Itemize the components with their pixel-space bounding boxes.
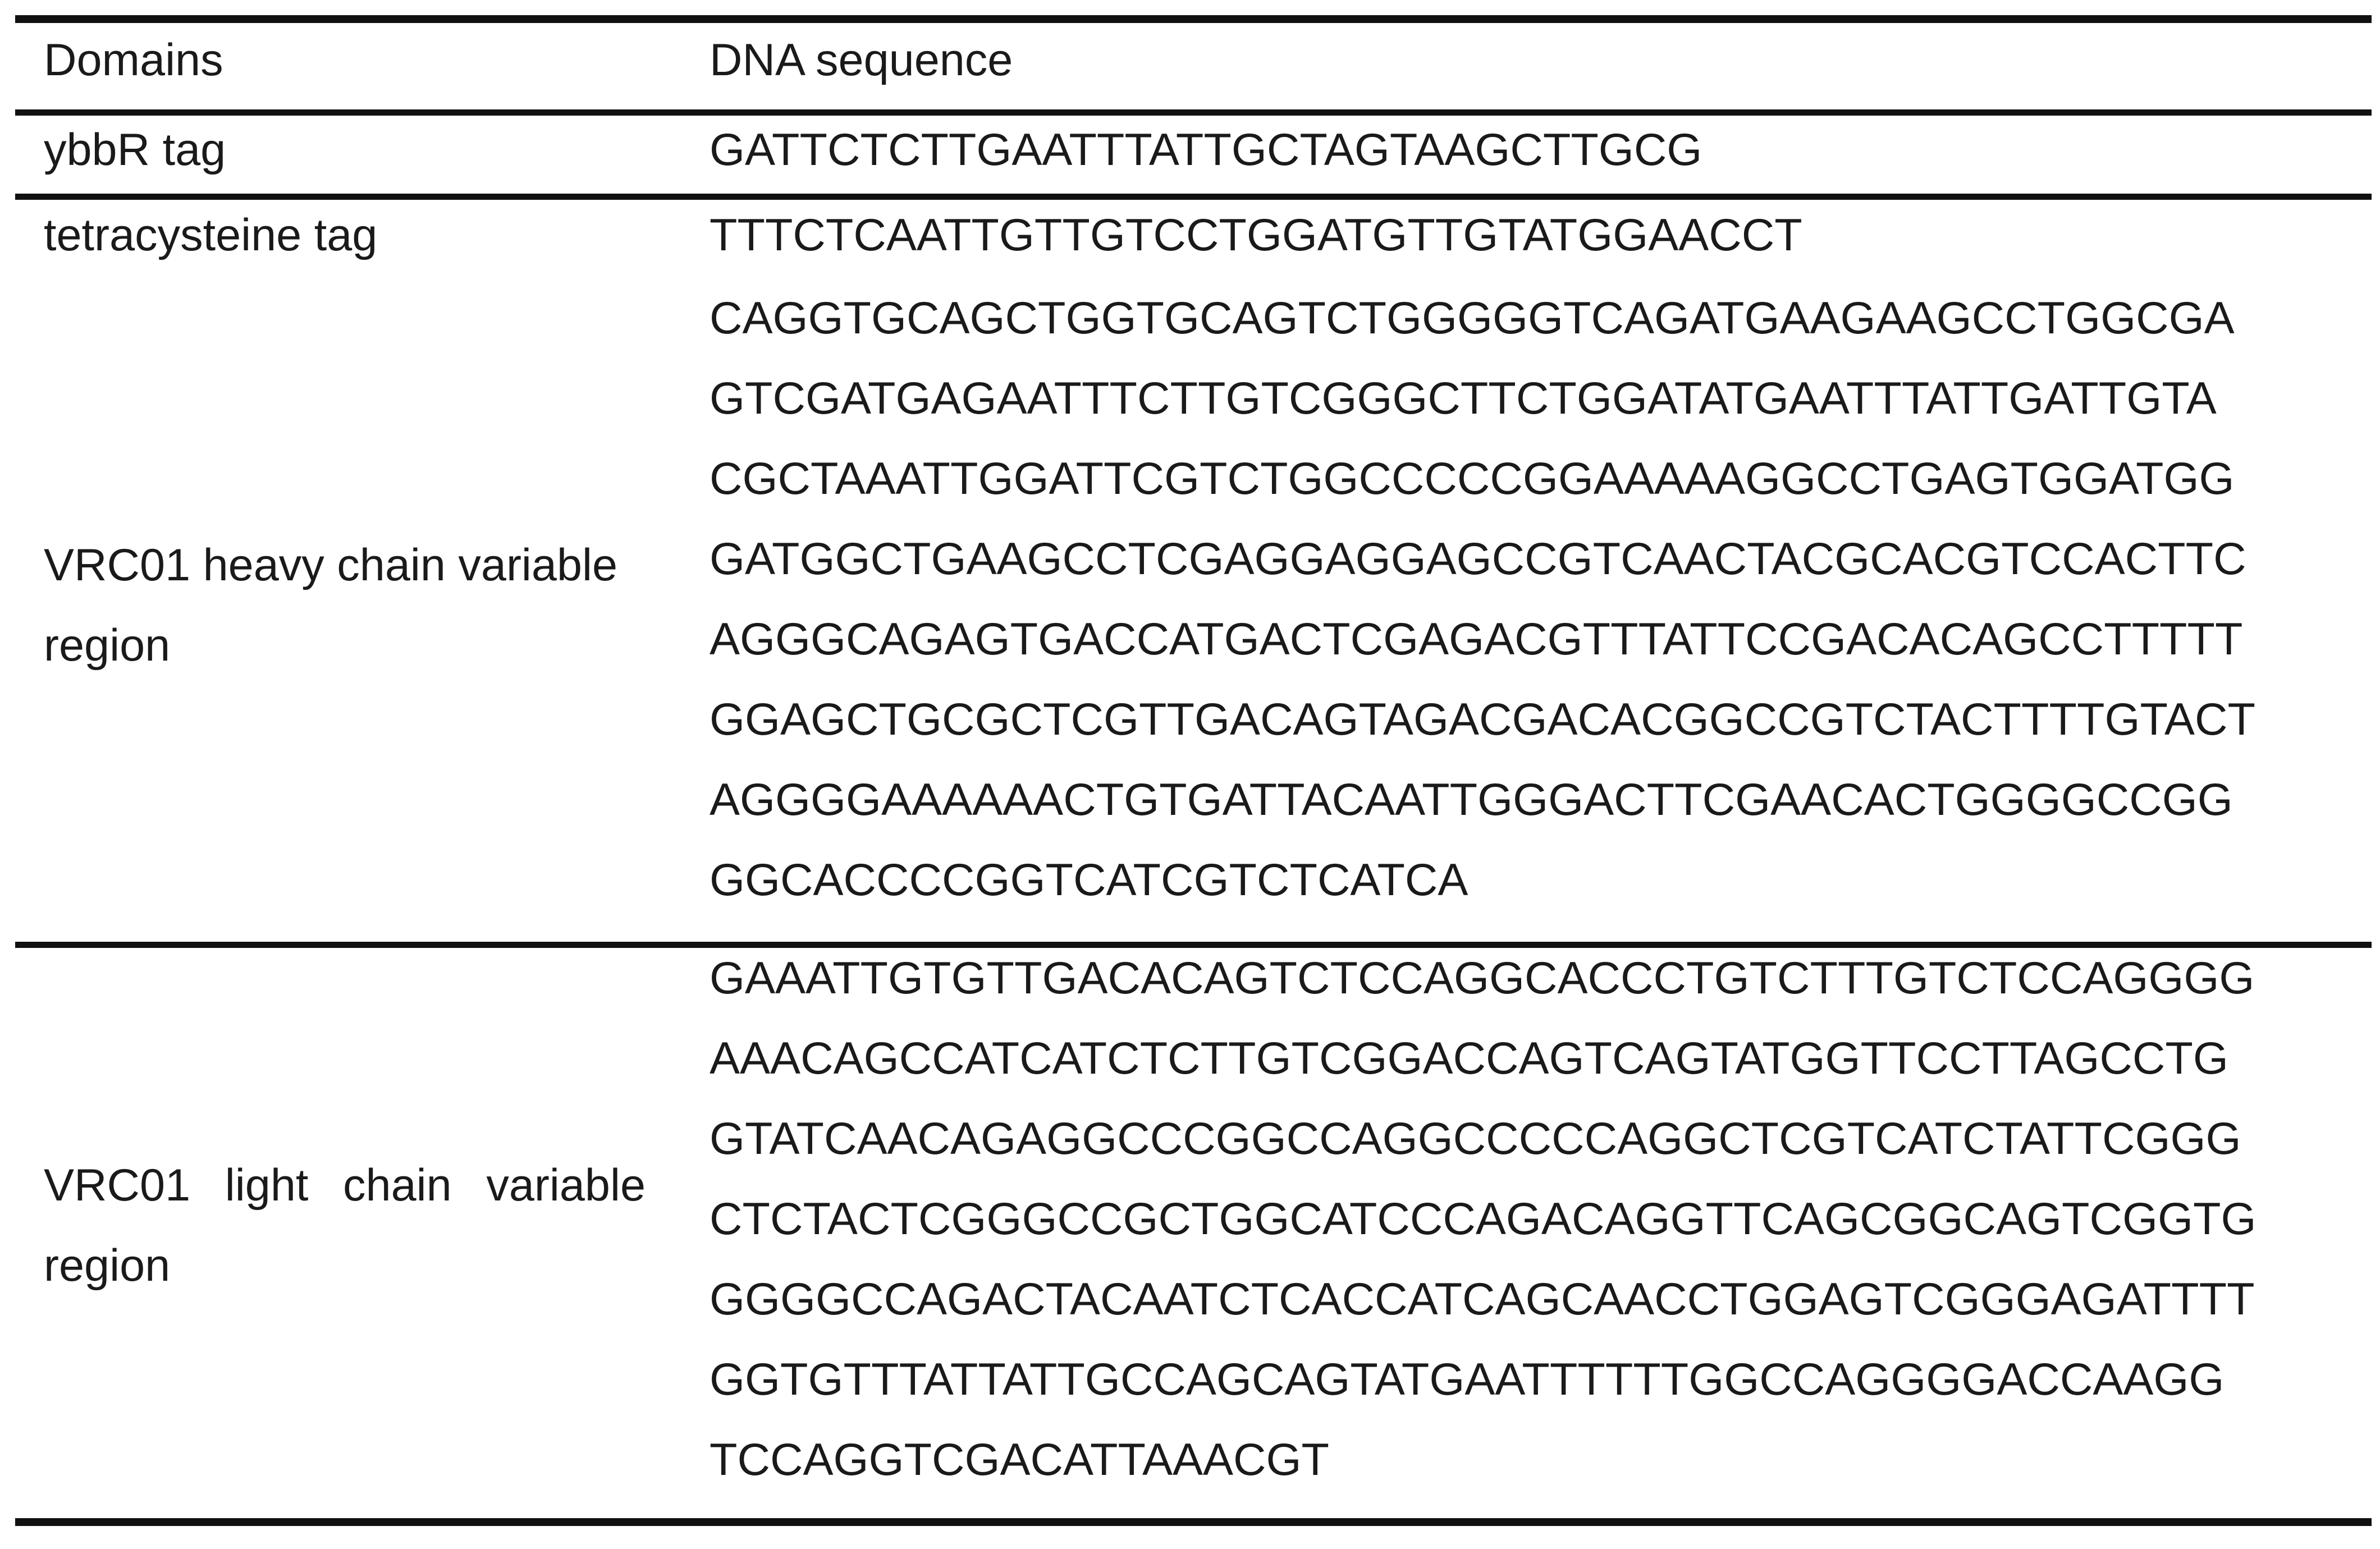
sequence-line: GAAATTGTGTTGACACAGTCTCCAGGCACCCTGTCTTTGT…: [710, 953, 2255, 1003]
sequence-line: GGAGCTGCGCTCGTTGACAGTAGACGACACGGCCGTCTAC…: [710, 694, 2255, 745]
sequence-line: GATTCTCTTGAATTTATTGCTAGTAAGCTTGCG: [710, 125, 1702, 175]
domain-label-line: VRC01 light chain variable: [44, 1160, 646, 1211]
sequence-vrc01-light-chain: GAAATTGTGTTGACACAGTCTCCAGGCACCCTGTCTTTGT…: [710, 938, 2256, 1500]
sequence-tetracysteine-tag: TTTCTCAATTGTTGTCCTGGATGTTGTATGGAACCT: [710, 195, 1802, 276]
sequence-ybbr-tag: GATTCTCTTGAATTTATTGCTAGTAAGCTTGCG: [710, 110, 1702, 190]
sequence-line: CTCTACTCGGGCCGCTGGCATCCCAGACAGGTTCAGCGGC…: [710, 1194, 2257, 1244]
sequence-line: AGGGGAAAAAACTGTGATTACAATTGGGACTTCGAACACT…: [710, 774, 2233, 825]
row-divider-rule: [15, 194, 2372, 200]
domain-ybbr-tag: ybbR tag: [44, 125, 226, 175]
sequence-line: TCCAGGTCGACATTAAACGT: [710, 1435, 1330, 1485]
sequence-line: GGCACCCCGGTCATCGTCTCATCA: [710, 855, 1468, 905]
domain-label-line: region: [44, 1240, 171, 1291]
sequence-line: GATGGCTGAAGCCTCGAGGAGGAGCCGTCAACTACGCACG…: [710, 534, 2246, 584]
sequence-line: CGCTAAATTGGATTCGTCTGGCCCCCGGAAAAAGGCCTGA…: [710, 453, 2235, 504]
header-dna-sequence: DNA sequence: [710, 35, 1013, 85]
domain-vrc01-light-chain: VRC01 light chain variable region: [44, 1145, 650, 1306]
sequence-vrc01-heavy-chain: CAGGTGCAGCTGGTGCAGTCTGGGGGTCAGATGAAGAAGC…: [710, 278, 2255, 920]
sequence-line: GGTGTTTATTATTGCCAGCAGTATGAATTTTTTGGCCAGG…: [710, 1354, 2225, 1405]
domain-tetracysteine-tag: tetracysteine tag: [44, 210, 378, 260]
sequence-line: AGGGCAGAGTGACCATGACTCGAGACGTTTATTCCGACAC…: [710, 614, 2243, 664]
sequence-line: TTTCTCAATTGTTGTCCTGGATGTTGTATGGAACCT: [710, 210, 1802, 260]
sequence-line: GTATCAACAGAGGCCCGGCCAGGCCCCCAGGCTCGTCATC…: [710, 1113, 2241, 1164]
header-domains: Domains: [44, 35, 223, 85]
sequence-line: CAGGTGCAGCTGGTGCAGTCTGGGGGTCAGATGAAGAAGC…: [710, 293, 2235, 343]
row-divider-rule: [15, 942, 2372, 948]
header-bottom-rule: [15, 109, 2372, 116]
sequence-line: GGGGCCAGACTACAATCTCACCATCAGCAACCTGGAGTCG…: [710, 1274, 2255, 1325]
domain-label-line: VRC01 heavy chain variable: [44, 540, 618, 590]
sequence-line: GTCGATGAGAATTTCTTGTCGGGCTTCTGGATATGAATTT…: [710, 373, 2217, 424]
table-top-rule: [15, 15, 2372, 23]
domain-vrc01-heavy-chain: VRC01 heavy chain variable region: [44, 525, 650, 686]
domain-label-line: region: [44, 620, 171, 671]
table-bottom-rule: [15, 1518, 2372, 1526]
sequence-line: AAACAGCCATCATCTCTTGTCGGACCAGTCAGTATGGTTC…: [710, 1033, 2228, 1084]
